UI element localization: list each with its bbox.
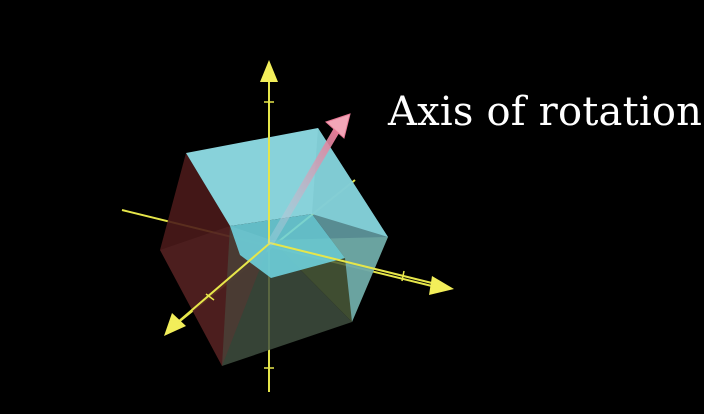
y-axis-arrowhead <box>260 60 278 82</box>
z-axis-tick <box>205 293 215 301</box>
x-axis-tick <box>401 270 405 282</box>
cube-face-front <box>160 226 271 366</box>
cube-face-right <box>312 128 388 322</box>
cube-face-middle <box>230 214 345 278</box>
z-axis-front <box>177 242 271 323</box>
rotation-arrow-head <box>325 113 351 139</box>
rotation-axis-arrow <box>267 113 351 246</box>
cube-face-left <box>160 153 271 366</box>
axes-front <box>164 60 454 369</box>
rotation-arrow-shaft <box>267 124 342 246</box>
x-axis-arrowhead <box>429 276 454 295</box>
axis-of-rotation-label: Axis of rotation <box>388 89 703 135</box>
cube <box>160 128 388 366</box>
x-axis-front <box>269 242 441 286</box>
z-axis-arrowhead <box>164 313 186 336</box>
